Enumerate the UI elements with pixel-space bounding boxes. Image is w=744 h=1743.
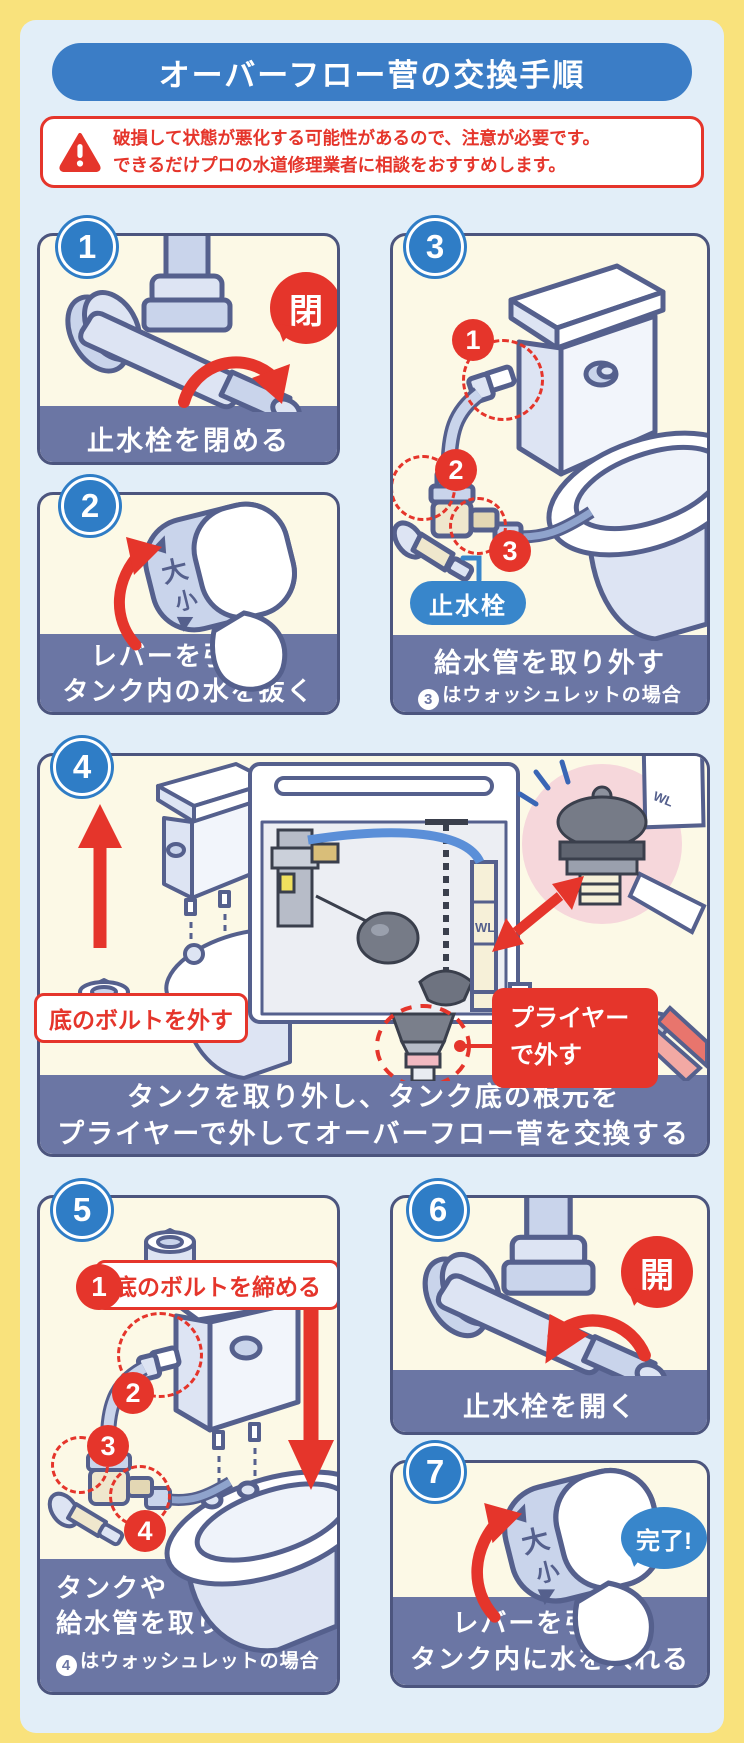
marker-4: 4 bbox=[124, 1510, 166, 1552]
marker-3: 3 bbox=[87, 1425, 129, 1467]
close-direction-arrow bbox=[178, 356, 280, 408]
step6-caption: 止水栓を開く bbox=[393, 1370, 707, 1432]
marker-2: 2 bbox=[112, 1372, 154, 1414]
shutoff-valve-label: 止水栓 bbox=[410, 581, 526, 625]
lever-large-mark: 大 bbox=[518, 1523, 553, 1560]
step5-caption-line1: タンクや bbox=[56, 1573, 169, 1603]
marker-2: 2 bbox=[435, 449, 477, 491]
step5-caption-line2: 給水管を取り付け bbox=[56, 1608, 281, 1638]
warning-text: 破損して状態が悪化する可能性があるので、注意が必要です。 できるだけプロの水道修… bbox=[113, 125, 600, 179]
step7-caption: レバーを引いて タンク内に水を入れる bbox=[393, 1597, 707, 1685]
warning-line1: 破損して状態が悪化する可能性があるので、注意が必要です。 bbox=[113, 127, 601, 148]
step3-caption-line1: 給水管を取り外す bbox=[434, 648, 666, 678]
marker-1: 1 bbox=[76, 1264, 122, 1310]
warning-line2: できるだけプロの水道修理業者に相談をおすすめします。 bbox=[113, 155, 566, 175]
step1-caption: 止水栓を閉める bbox=[40, 406, 337, 462]
marker-1: 1 bbox=[452, 319, 494, 361]
water-level-mark: WL bbox=[475, 920, 495, 935]
done-bubble: 完了! bbox=[621, 1507, 707, 1569]
note-number-badge: 3 bbox=[418, 689, 440, 710]
step4-caption: タンクを取り外し、タンク底の根元を プライヤーで外してオーバーフロー菅を交換する bbox=[40, 1075, 707, 1154]
highlight-tank-fitting bbox=[375, 1004, 471, 1081]
step4-panel: WL WL bbox=[37, 753, 710, 1157]
lever-small-mark: 小 bbox=[533, 1557, 563, 1588]
open-direction-arrow bbox=[547, 1314, 651, 1362]
warning-icon bbox=[59, 133, 101, 172]
water-level-mark-2: WL bbox=[651, 788, 675, 810]
remove-with-pliers-label: プライヤー で外す bbox=[492, 988, 658, 1088]
open-bubble: 開 bbox=[621, 1236, 693, 1308]
step2-badge: 2 bbox=[61, 477, 119, 535]
step4-caption-line2: プライヤーで外してオーバーフロー菅を交換する bbox=[57, 1119, 690, 1149]
swap-arrow bbox=[512, 892, 564, 936]
closeup-highlight-circle bbox=[522, 764, 682, 924]
lever-small-mark: 小 bbox=[172, 586, 199, 616]
step3-badge: 3 bbox=[406, 218, 464, 276]
remove-bottom-bolt-label: 底のボルトを外す bbox=[34, 993, 248, 1043]
step4-badge: 4 bbox=[53, 738, 111, 796]
lever-large-mark: 大 bbox=[158, 553, 191, 588]
marker-3: 3 bbox=[489, 530, 531, 572]
pull-lever-arrow bbox=[113, 545, 148, 651]
step7-caption-line2: タンク内に水を入れる bbox=[409, 1644, 690, 1674]
note-number-badge: 4 bbox=[56, 1655, 77, 1676]
close-bubble: 閉 bbox=[270, 272, 337, 344]
pliers-label-line2: で外す bbox=[510, 1042, 582, 1069]
page-title: オーバーフロー菅の交換手順 bbox=[52, 43, 692, 101]
tighten-bottom-bolt-label: 1 底のボルトを締める bbox=[76, 1260, 337, 1310]
step6-badge: 6 bbox=[409, 1181, 467, 1239]
step7-caption-line1: レバーを引いて bbox=[452, 1608, 648, 1638]
step1-badge: 1 bbox=[58, 218, 116, 276]
step7-badge: 7 bbox=[406, 1443, 464, 1501]
step2-caption-line2: タンク内の水を抜く bbox=[62, 676, 315, 706]
pliers-label-line1: プライヤー bbox=[510, 1005, 630, 1032]
step5-badge: 5 bbox=[53, 1181, 111, 1239]
warning-box: 破損して状態が悪化する可能性があるので、注意が必要です。 できるだけプロの水道修… bbox=[40, 116, 704, 188]
step2-caption-line1: レバーを引いて bbox=[90, 641, 287, 671]
step2-caption: レバーを引いて タンク内の水を抜く bbox=[40, 634, 337, 712]
